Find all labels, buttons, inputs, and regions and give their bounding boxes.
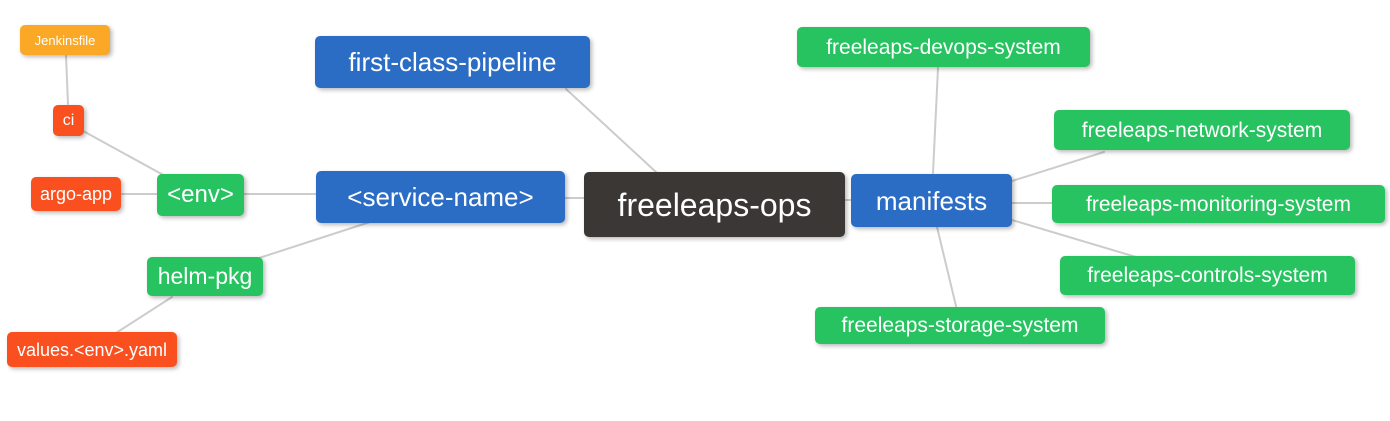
node-label: freeleaps-devops-system	[826, 35, 1061, 59]
node-label: <env>	[167, 181, 234, 208]
edge-manifests-to-freeleaps-controls-system	[1011, 219, 1137, 258]
node-freeleaps-devops-system[interactable]: freeleaps-devops-system	[797, 27, 1090, 67]
node-label: helm-pkg	[157, 263, 253, 289]
node-jenkinsfile[interactable]: Jenkinsfile	[20, 25, 110, 55]
node-service-name[interactable]: <service-name>	[316, 171, 565, 223]
node-label: Jenkinsfile	[34, 32, 96, 48]
node-label: first-class-pipeline	[348, 47, 557, 77]
edge-manifests-to-freeleaps-devops-system	[932, 67, 939, 174]
edge-helm-pkg-to-service-name	[255, 221, 371, 260]
node-label: ci	[62, 111, 75, 129]
edge-manifests-to-freeleaps-storage-system	[936, 226, 957, 307]
node-argo-app[interactable]: argo-app	[31, 177, 121, 211]
node-label: freeleaps-monitoring-system	[1086, 192, 1351, 216]
edge-first-class-pipeline-to-freeleaps-ops	[565, 88, 657, 173]
node-freeleaps-storage-system[interactable]: freeleaps-storage-system	[815, 307, 1105, 344]
node-freeleaps-network-system[interactable]: freeleaps-network-system	[1054, 110, 1350, 150]
node-freeleaps-ops[interactable]: freeleaps-ops	[584, 172, 845, 237]
node-label: values.<env>.yaml	[16, 339, 168, 360]
node-values-env-yaml[interactable]: values.<env>.yaml	[7, 332, 177, 367]
edge-manifests-to-freeleaps-network-system	[1011, 151, 1105, 182]
node-freeleaps-monitoring-system[interactable]: freeleaps-monitoring-system	[1052, 185, 1385, 223]
edge-values-env-yaml-to-helm-pkg	[115, 296, 173, 334]
node-label: manifests	[875, 185, 988, 216]
edge-jenkinsfile-to-ci	[65, 55, 69, 105]
node-freeleaps-controls-system[interactable]: freeleaps-controls-system	[1060, 256, 1355, 295]
node-label: freeleaps-ops	[617, 186, 812, 223]
node-ci[interactable]: ci	[53, 105, 84, 136]
node-env[interactable]: <env>	[157, 174, 244, 216]
node-helm-pkg[interactable]: helm-pkg	[147, 257, 263, 296]
edge-ci-to-env	[84, 131, 168, 178]
node-label: freeleaps-network-system	[1081, 118, 1323, 142]
node-label: freeleaps-controls-system	[1087, 264, 1328, 287]
node-label: freeleaps-storage-system	[841, 314, 1079, 337]
node-first-class-pipeline[interactable]: first-class-pipeline	[315, 36, 590, 88]
node-label: <service-name>	[347, 182, 534, 212]
node-manifests[interactable]: manifests	[851, 174, 1012, 227]
node-label: argo-app	[39, 184, 113, 204]
